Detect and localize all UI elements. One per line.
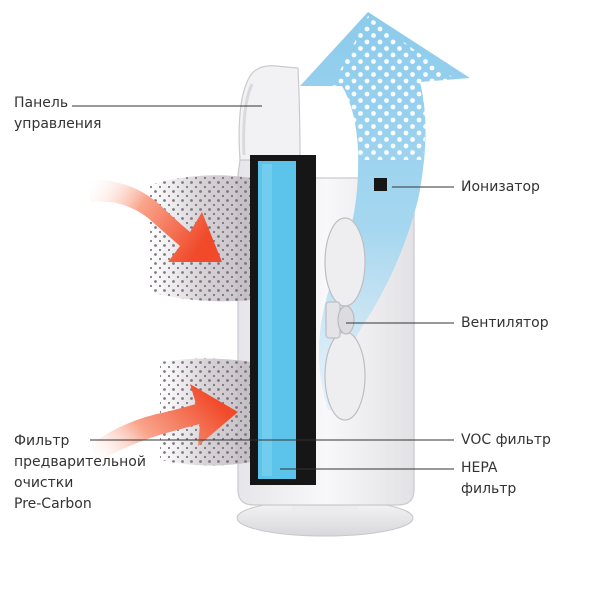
- label-ionizer: Ионизатор: [461, 179, 540, 195]
- label-pre-filter: Фильтр предварительной очистки Pre-Carbo…: [14, 433, 146, 512]
- label-voc-filter: VOC фильтр: [461, 432, 551, 448]
- label-hepa-filter: HEPA фильтр: [461, 460, 517, 497]
- ionizer-icon: [374, 178, 387, 191]
- fan-icon: [324, 217, 366, 421]
- intake-arrow-top: [88, 179, 222, 262]
- label-control-panel: Панель управления: [14, 95, 102, 132]
- filter-stack: [250, 155, 316, 485]
- leader-lines: [72, 105, 454, 470]
- label-fan: Вентилятор: [461, 315, 549, 331]
- intake-arrow-bottom: [90, 384, 238, 462]
